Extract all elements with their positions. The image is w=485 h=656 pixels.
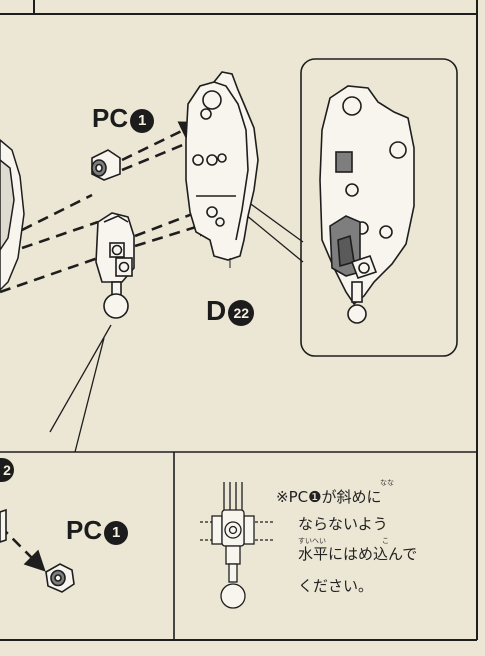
label-part-d22: D 22 — [206, 295, 255, 326]
left-part-edge — [0, 139, 25, 292]
lower-left-parts — [0, 508, 75, 593]
ruby-naname: なな — [380, 479, 394, 487]
note-line-2: ならないよう — [298, 515, 388, 533]
label-pc1-bottom: PC 1 — [66, 515, 129, 545]
inset-part-detail — [319, 85, 415, 324]
part-letter-d: D — [206, 295, 227, 326]
polycap-top — [91, 149, 121, 181]
note-line-1: ※PC❶が斜めに — [276, 488, 382, 506]
circled-number-text: 22 — [233, 305, 250, 321]
circled-number-text: 1 — [111, 524, 121, 541]
zoom-lines — [49, 201, 304, 453]
label-pc1-top: PC 1 — [92, 103, 155, 133]
pc-text: PC — [66, 515, 103, 545]
note-line-3: 水平にはめ込んで — [298, 545, 418, 563]
circled-number-icon: 1 — [104, 521, 129, 545]
note-line-4: ください。 — [298, 577, 374, 595]
circled-number-text: 1 — [137, 112, 147, 129]
circled-number-icon: 1 — [130, 109, 155, 133]
ruby-ko: こ — [382, 537, 389, 545]
assembly-arrows — [0, 121, 217, 572]
step-number-badge: 2 — [0, 458, 14, 482]
circled-number-icon: 22 — [228, 300, 255, 326]
circled-number-icon: 2 — [0, 458, 14, 482]
panel-frame — [0, 0, 478, 641]
ball-joint-part — [95, 212, 135, 319]
ruby-suihei: すいへい — [298, 537, 326, 545]
horizontal-fit-diagram — [200, 482, 274, 609]
part-d22 — [185, 71, 259, 268]
pc-text: PC — [92, 103, 129, 133]
circled-number-text: 2 — [3, 462, 11, 478]
